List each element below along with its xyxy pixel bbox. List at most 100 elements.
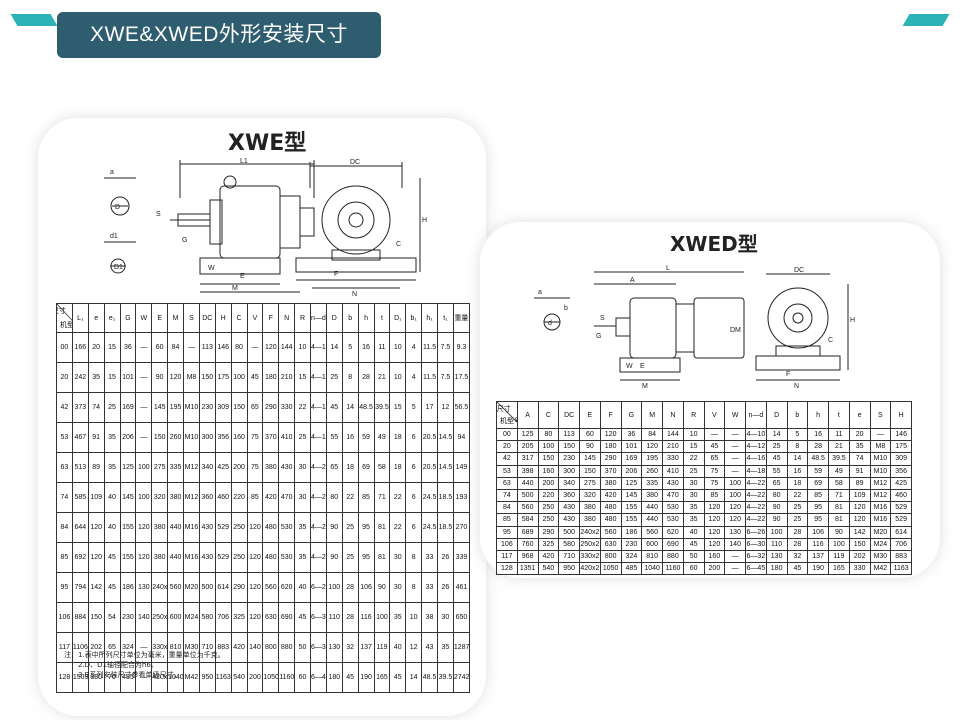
- table-cell: 45: [294, 602, 311, 633]
- table-cell: 35: [389, 602, 407, 633]
- table-cell: 119: [828, 549, 850, 564]
- table-cell: 692: [71, 542, 89, 573]
- table-cell: 290: [230, 572, 248, 603]
- table-cell: 180: [262, 362, 280, 393]
- table-cell: 25: [682, 464, 705, 478]
- table-cell: 250: [230, 542, 248, 573]
- column-header: V: [246, 303, 264, 333]
- table-cell: 340: [558, 476, 580, 490]
- table-cell: 165: [828, 562, 850, 576]
- table-cell: M12: [183, 482, 200, 513]
- table-cell: 6—32: [310, 632, 327, 663]
- table-cell: 360: [558, 488, 580, 503]
- xwe-dim-label: H: [422, 217, 427, 224]
- table-cell: 94: [452, 422, 471, 453]
- table-cell: M16: [183, 542, 200, 573]
- table-cell: 150: [537, 452, 560, 466]
- table-cell: 430: [278, 452, 296, 483]
- table-cell: 120: [135, 512, 153, 543]
- table-cell: M12: [869, 488, 892, 503]
- column-header: S: [869, 401, 892, 429]
- table-cell: 620: [278, 572, 296, 603]
- table-cell: 80: [765, 488, 788, 503]
- table-cell: 100: [724, 476, 746, 490]
- table-cell: 15: [389, 392, 407, 423]
- column-axis-label: 尺寸: [496, 406, 511, 413]
- table-cell: 40: [389, 632, 407, 663]
- table-cell: 38: [421, 602, 438, 633]
- table-cell: 160: [230, 422, 248, 453]
- table-cell: 39.5: [437, 662, 454, 693]
- row-axis-label: 机型号: [60, 322, 71, 329]
- table-cell: 500: [516, 488, 539, 503]
- xwed-dim-label: a: [538, 289, 542, 296]
- xwe-dim-label: L1: [240, 158, 248, 165]
- table-cell: 630: [599, 537, 622, 551]
- table-cell: 330: [278, 392, 296, 423]
- column-header: E: [151, 303, 169, 333]
- table-cell: 560: [167, 572, 184, 603]
- table-cell: 160: [537, 464, 560, 478]
- table-cell: 370: [599, 464, 622, 478]
- table-cell: 18: [389, 452, 407, 483]
- table-cell: 380: [579, 513, 601, 527]
- row-axis-label: 机型号: [500, 418, 516, 425]
- table-cell: 120: [724, 513, 746, 527]
- xwe-dim-label: a: [110, 169, 114, 176]
- table-cell: 90: [828, 525, 850, 539]
- table-cell: 25: [786, 513, 809, 527]
- table-cell: 137: [807, 549, 829, 564]
- table-cell: 330: [848, 562, 871, 576]
- table-cell: 461: [452, 572, 471, 603]
- table-cell: 48.5: [807, 452, 829, 466]
- table-cell: 15: [103, 362, 121, 393]
- table-cell: 100: [828, 537, 850, 551]
- model-cell: 84: [496, 501, 518, 515]
- table-cell: 35: [103, 422, 121, 453]
- table-cell: 620: [662, 525, 684, 539]
- table-cell: 90: [151, 362, 169, 393]
- table-cell: 28: [786, 525, 809, 539]
- table-row: 9579414245186130240x2560M205006142901205…: [56, 572, 471, 603]
- xwe-dim-label: DC: [350, 159, 360, 166]
- table-cell: 430: [198, 512, 216, 543]
- table-cell: 200: [230, 452, 248, 483]
- page-title: XWE&XWED外形安装尺寸: [57, 12, 381, 58]
- table-cell: 1287: [452, 632, 471, 663]
- table-cell: 4—22: [310, 482, 327, 513]
- table-cell: 360: [198, 482, 216, 513]
- table-cell: 6: [405, 452, 423, 483]
- table-cell: 883: [890, 549, 912, 564]
- table-cell: 45: [786, 562, 809, 576]
- table-cell: 425: [214, 452, 232, 483]
- table-cell: 800: [262, 632, 280, 663]
- table-cell: —: [724, 562, 746, 576]
- table-cell: 150: [848, 537, 871, 551]
- table-cell: 120: [703, 513, 726, 527]
- xwe-title: XWE型: [228, 131, 307, 156]
- table-cell: 380: [641, 488, 663, 503]
- table-cell: 20.5: [421, 452, 438, 483]
- table-cell: 175: [214, 362, 232, 393]
- table-cell: 706: [890, 537, 912, 551]
- model-cell: 117: [496, 549, 518, 564]
- table-cell: 40: [103, 482, 121, 513]
- table-cell: 560: [516, 501, 539, 515]
- table-cell: 1160: [278, 662, 296, 693]
- table-cell: 4—18: [745, 464, 767, 478]
- table-cell: 80: [325, 482, 343, 513]
- table-cell: 100: [230, 362, 248, 393]
- table-cell: 370: [262, 422, 280, 453]
- table-cell: 49: [373, 422, 391, 453]
- table-cell: 75: [703, 464, 726, 478]
- column-header: n—d: [745, 401, 767, 429]
- xwed-dim-label: C: [828, 337, 833, 344]
- table-cell: 17.5: [452, 362, 471, 393]
- table-cell: 202: [848, 549, 871, 564]
- xwe-drawing: L1 DC H C W F M N G S E a D d1 D1: [100, 158, 430, 298]
- table-cell: 120: [703, 501, 726, 515]
- model-cell: 74: [496, 488, 518, 503]
